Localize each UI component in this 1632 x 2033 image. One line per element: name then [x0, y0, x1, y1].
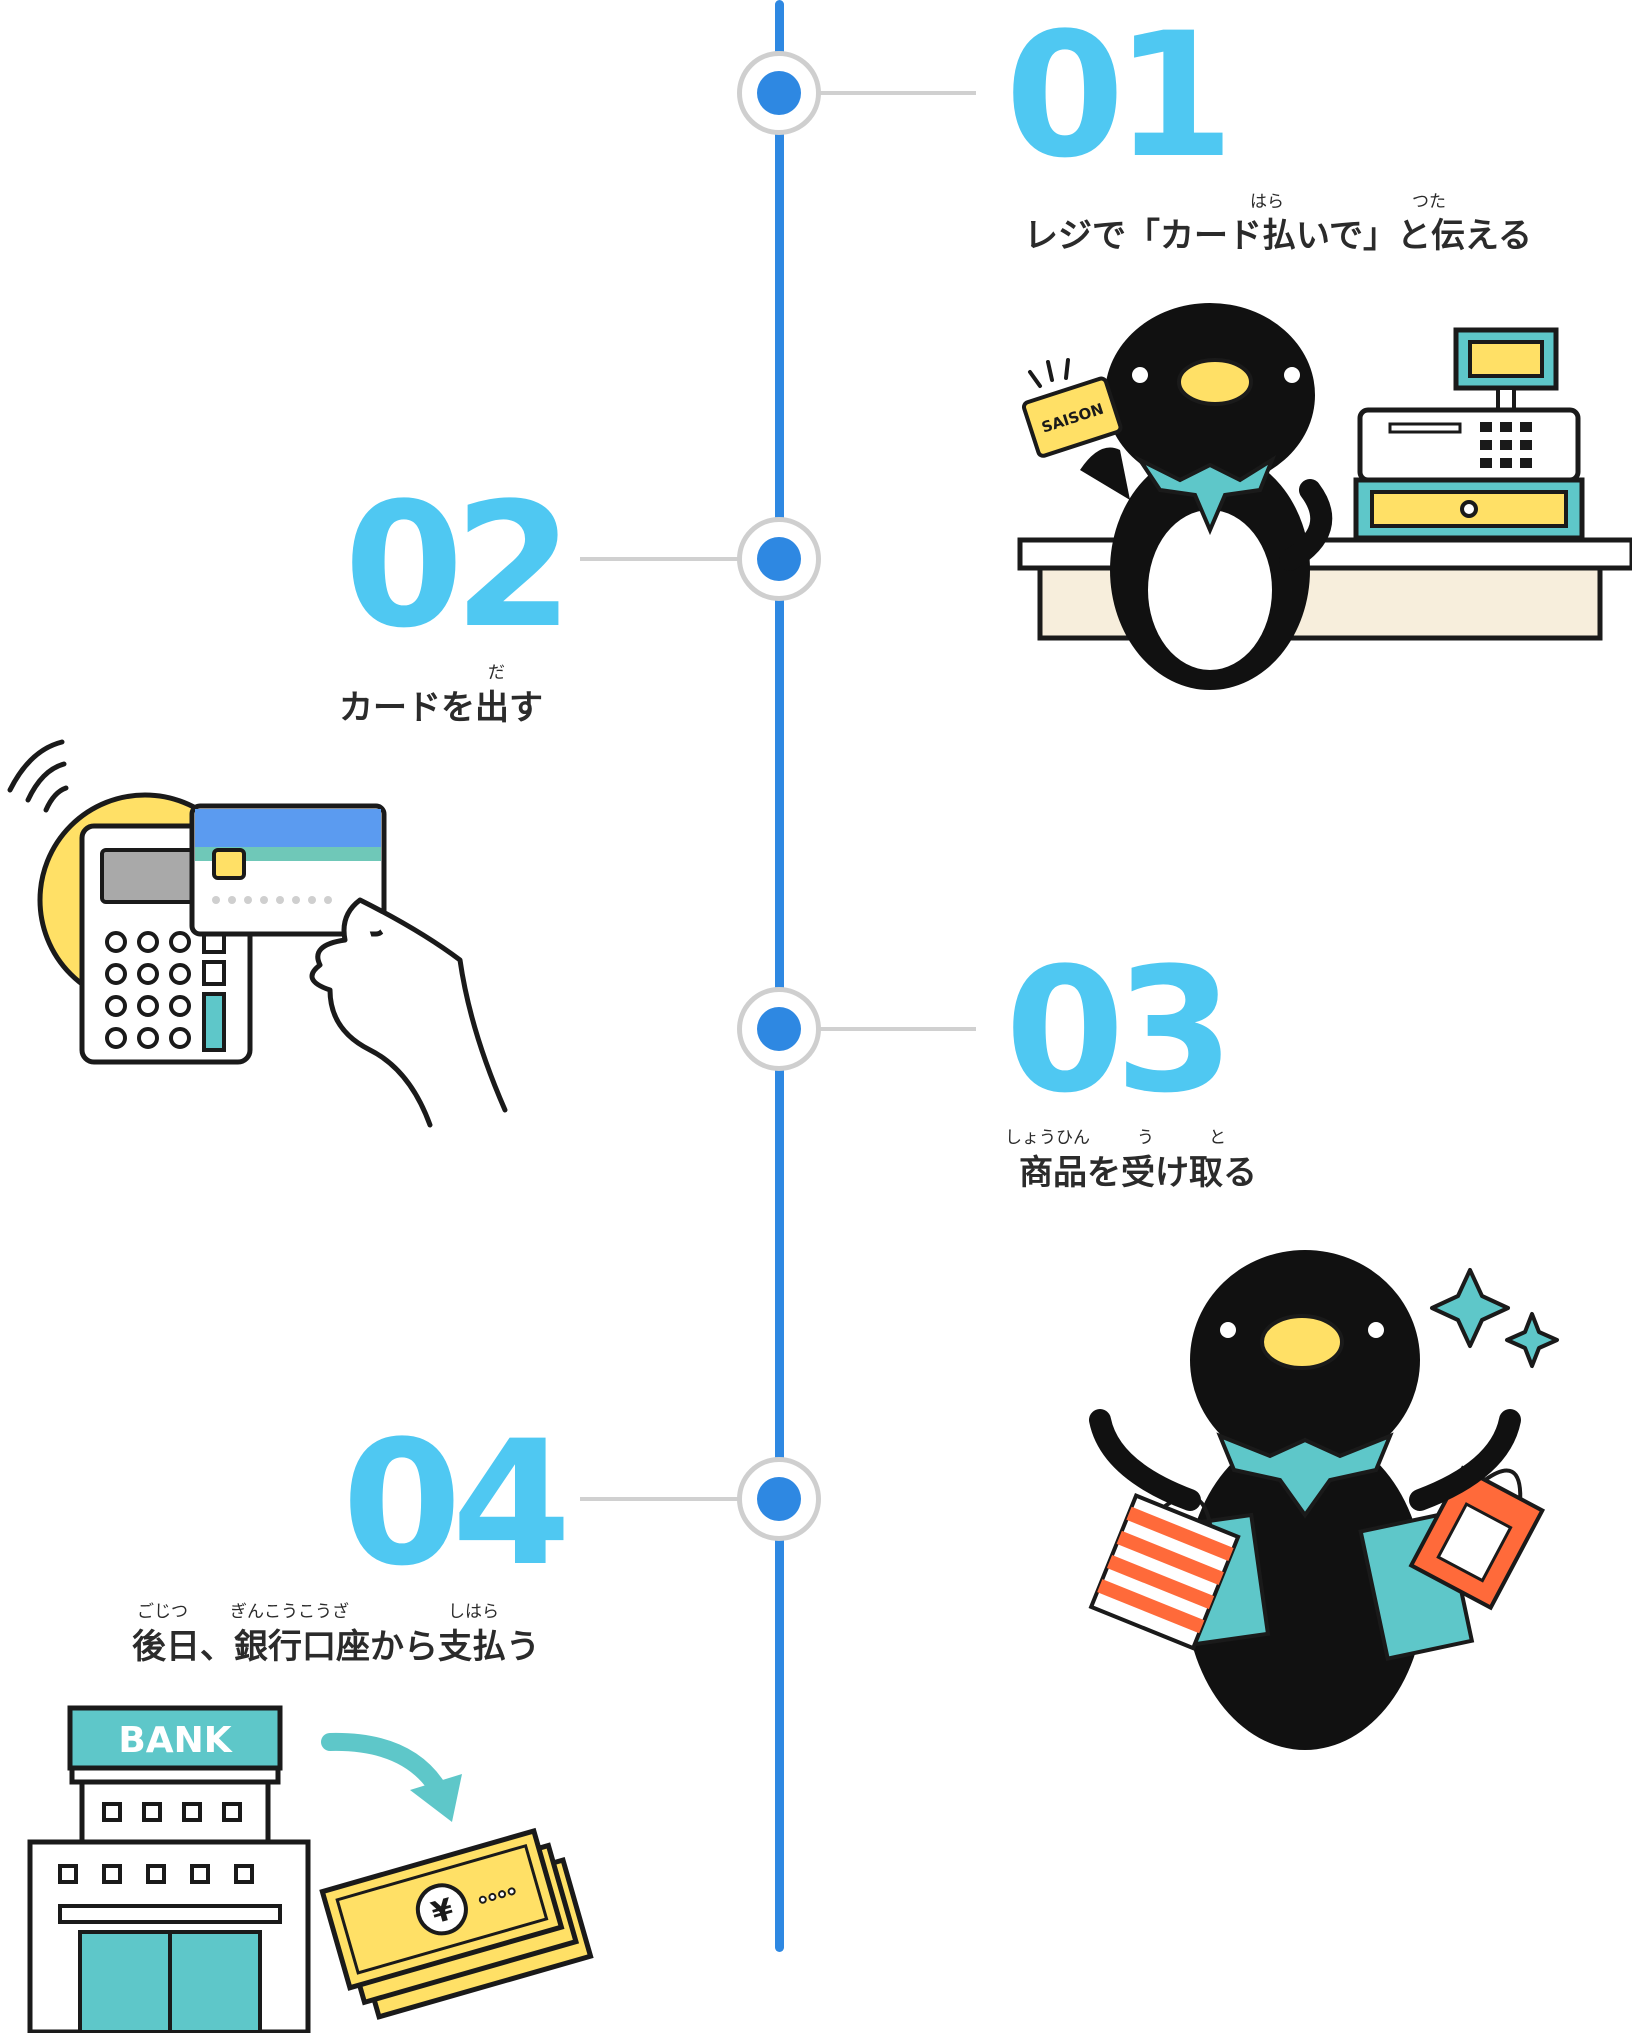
connector-02 [580, 557, 740, 561]
ruby-da: だ [488, 663, 505, 683]
ruby-shouhin: しょうひん [1005, 1128, 1090, 1148]
step-number-04: 04 [342, 1403, 571, 1604]
step-number-03: 03 [1005, 930, 1234, 1131]
ruby-shihara: しはら [448, 1602, 499, 1622]
card-terminal-illustration [7, 739, 508, 1128]
connector-03 [820, 1027, 976, 1031]
timeline-node-04 [737, 1457, 821, 1541]
timeline-line [775, 0, 784, 1952]
bank-payment-illustration: BANK ¥ [27, 1705, 594, 2033]
ruby-to: と [1209, 1128, 1226, 1148]
ruby-gojitsu: ごじつ [137, 1602, 188, 1622]
timeline-node-01 [737, 51, 821, 135]
ruby-hara: はら [1250, 192, 1284, 212]
register-penguin-illustration: SAISON [1017, 303, 1632, 690]
node-dot [757, 1477, 801, 1521]
node-dot [757, 1007, 801, 1051]
step-title-02: カードを出す [339, 688, 543, 728]
step-title-04: 後日、銀行口座から支払う [132, 1627, 540, 1667]
timeline-node-03 [737, 987, 821, 1071]
node-dot [757, 537, 801, 581]
step-number-02: 02 [344, 465, 573, 666]
step-number-01: 01 [1005, 0, 1234, 196]
connector-04 [580, 1497, 740, 1501]
ruby-tsuta: つた [1412, 192, 1446, 212]
ruby-ginkoukouza: ぎんこうこうざ [230, 1602, 349, 1622]
shopping-penguin-illustration [1088, 1250, 1559, 1750]
node-dot [757, 71, 801, 115]
timeline-node-02 [737, 517, 821, 601]
ruby-u: う [1137, 1128, 1154, 1148]
step-title-01: レジで「カード払いで」と伝える [1024, 216, 1532, 256]
step-title-03: 商品を受け取る [1019, 1153, 1257, 1193]
bank-sign-label: BANK [118, 1720, 232, 1761]
connector-01 [820, 91, 976, 95]
